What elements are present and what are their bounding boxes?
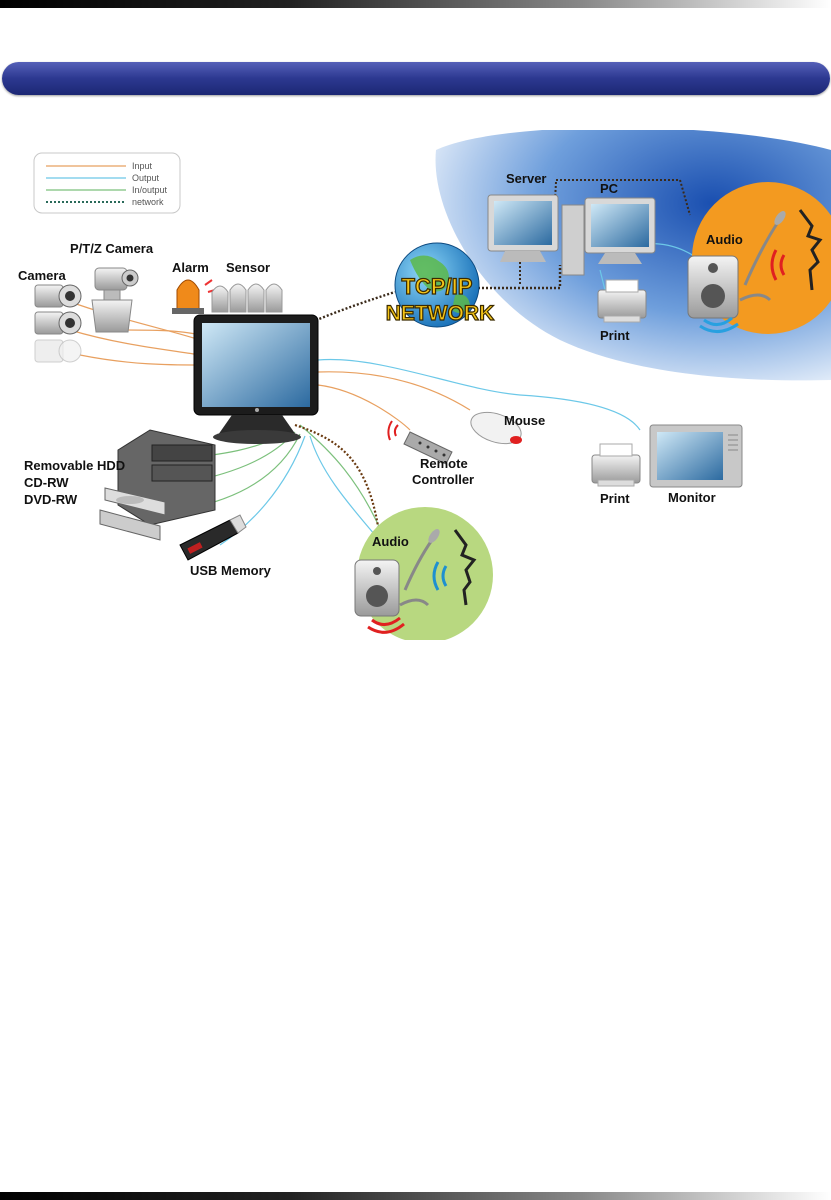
mouse-icon xyxy=(470,411,522,445)
remote-control-icon xyxy=(387,420,453,465)
label-mouse: Mouse xyxy=(504,413,545,428)
usb-drive-icon xyxy=(179,514,247,561)
label-remote: Remote xyxy=(420,456,468,471)
bottom-gradient-bar xyxy=(0,1192,831,1200)
microphone-icon xyxy=(399,529,440,607)
printer-icon xyxy=(591,443,641,487)
label-cd-rw: CD-RW xyxy=(24,475,69,490)
sensor-icon xyxy=(211,283,283,313)
label-monitor: Monitor xyxy=(668,490,716,505)
audio-bottom-group xyxy=(354,507,493,640)
pc-icon xyxy=(561,197,656,276)
server-icon xyxy=(487,194,559,262)
label-audio-top: Audio xyxy=(706,232,743,247)
label-server: Server xyxy=(506,171,546,186)
dvr-monitor-icon xyxy=(193,314,319,444)
top-gradient-bar xyxy=(0,0,831,8)
microphone-icon xyxy=(739,211,786,302)
label-sensor: Sensor xyxy=(226,260,270,275)
label-dvd-rw: DVD-RW xyxy=(24,492,78,507)
label-print: Print xyxy=(600,491,630,506)
legend: Input Output In/output network xyxy=(33,152,181,214)
label-audio-bottom: Audio xyxy=(372,534,409,549)
label-controller: Controller xyxy=(412,472,474,487)
label-camera: Camera xyxy=(18,268,66,283)
monitor-icon xyxy=(649,424,743,488)
legend-inout: In/output xyxy=(132,185,168,195)
label-print-top: Print xyxy=(600,328,630,343)
alarm-icon xyxy=(172,279,216,314)
label-removable-hdd: Removable HDD xyxy=(24,458,125,473)
speaker-icon xyxy=(687,255,739,319)
label-usb-memory: USB Memory xyxy=(190,563,272,578)
section-banner xyxy=(2,62,830,95)
legend-network: network xyxy=(132,197,164,207)
legend-output: Output xyxy=(132,173,160,183)
camera-icon xyxy=(34,284,82,363)
label-ptz-camera: P/T/Z Camera xyxy=(70,241,154,256)
speaker-icon xyxy=(354,559,400,617)
audio-top-group xyxy=(687,182,831,334)
label-pc: PC xyxy=(600,181,619,196)
globe-icon xyxy=(394,242,480,328)
ptz-camera-icon xyxy=(91,267,139,333)
storage-drive-icon xyxy=(99,429,216,541)
label-network: NETWORK xyxy=(386,302,495,325)
label-alarm: Alarm xyxy=(172,260,209,275)
printer-icon xyxy=(597,279,647,323)
system-connection-diagram: Input Output In/output network xyxy=(18,130,831,640)
legend-input: Input xyxy=(132,161,153,171)
label-tcpip: TCP/IP xyxy=(402,274,473,299)
